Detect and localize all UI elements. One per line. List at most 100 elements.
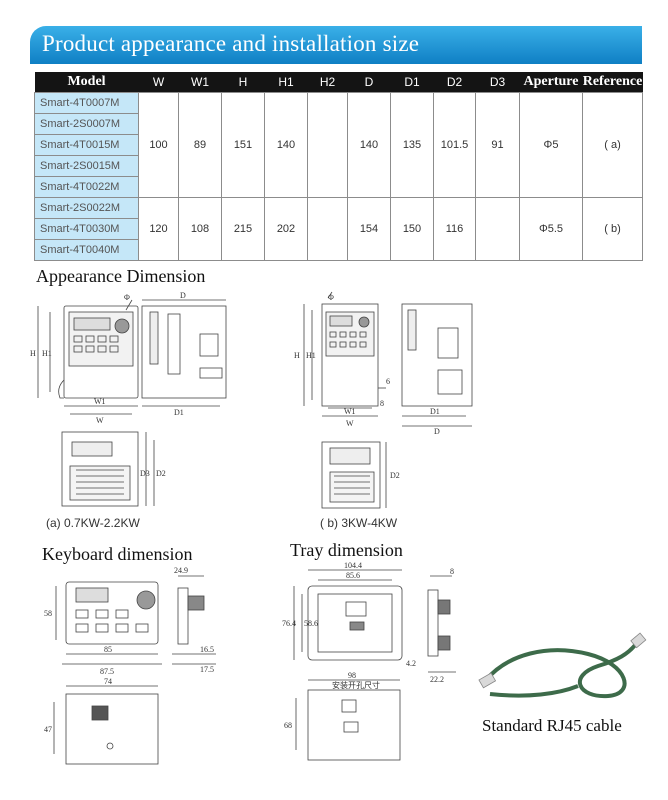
col-header: W (138, 72, 179, 92)
label-w1: W1 (94, 397, 106, 406)
label-24-9: 24.9 (174, 566, 188, 575)
spec-table: Model W W1 H H1 H2 D D1 D2 D3 Aperture R… (34, 72, 643, 261)
label-8: 8 (380, 399, 384, 408)
caption-b: ( b) 3KW-4KW (320, 516, 398, 530)
cell-d1: 150 (390, 196, 434, 261)
label-47: 47 (44, 725, 52, 734)
cell-h: 151 (221, 91, 265, 198)
col-header: D (347, 72, 391, 92)
label-d: D (180, 291, 186, 300)
section-title-cable: Standard RJ45 cable (482, 716, 622, 735)
cell-d3: 91 (475, 91, 520, 198)
caption-a: (a) 0.7KW-2.2KW (46, 516, 140, 530)
cell-d3 (475, 196, 520, 261)
col-header: H1 (264, 72, 308, 92)
cell-reference: ( b) (582, 196, 643, 261)
label-58: 58 (44, 609, 52, 618)
cell-w1: 89 (178, 91, 222, 198)
model-cell: Smart-2S0015M (34, 154, 139, 177)
model-cell: Smart-4T0030M (34, 217, 139, 240)
col-header: Aperture (519, 72, 583, 92)
label-d1: D1 (430, 407, 440, 416)
cell-h: 215 (221, 196, 265, 261)
rj45-cable-image (478, 624, 648, 714)
page-title: Product appearance and installation size (42, 31, 420, 56)
model-cell: Smart-4T0022M (34, 175, 139, 198)
label-85: 85 (104, 645, 112, 654)
table-row: Smart-2S0022M 120 108 215 202 154 150 11… (34, 196, 643, 261)
label-cut-size: 安装开孔尺寸 (332, 680, 380, 690)
label-h: H (294, 351, 300, 360)
label-d1: D1 (174, 408, 184, 417)
label-h: H (30, 349, 36, 358)
label-phi: Φ (124, 293, 130, 302)
cell-aperture: Φ5 (519, 91, 583, 198)
label-d3: D3 (140, 469, 150, 478)
cell-d2: 116 (433, 196, 476, 261)
label-16-5: 16.5 (200, 645, 214, 654)
cell-reference: ( a) (582, 91, 643, 198)
cell-d2: 101.5 (433, 91, 476, 198)
table-row: Smart-2S0007M (34, 112, 643, 135)
section-title-keyboard: Keyboard dimension (42, 544, 193, 564)
label-w: W (96, 416, 104, 425)
col-header: Reference (582, 72, 643, 92)
col-header: W1 (178, 72, 222, 92)
cell-h2 (307, 196, 348, 261)
label-104-4: 104.4 (344, 562, 362, 570)
table-header-row: Model W W1 H H1 H2 D D1 D2 D3 Aperture R… (34, 72, 643, 92)
model-cell: Smart-4T0015M (34, 133, 139, 156)
label-76-4: 76.4 (282, 619, 296, 628)
table-row: Smart-4T0015M (34, 133, 643, 156)
label-6: 6 (386, 377, 390, 386)
model-cell: Smart-4T0007M (34, 91, 139, 114)
cell-h1: 202 (264, 196, 308, 261)
table-row: Smart-4T0030M (34, 217, 643, 240)
col-header: H (221, 72, 265, 92)
model-cell: Smart-2S0022M (34, 196, 139, 219)
label-68: 68 (284, 721, 292, 730)
label-h1: H1 (306, 351, 316, 360)
cell-aperture: Φ5.5 (519, 196, 583, 261)
label-d2: D2 (156, 469, 166, 478)
label-17-5: 17.5 (200, 665, 214, 674)
label-w1: W1 (344, 407, 356, 416)
cell-h1: 140 (264, 91, 308, 198)
label-58-6: 58.6 (304, 619, 318, 628)
cell-w: 120 (138, 196, 179, 261)
cell-w: 100 (138, 91, 179, 198)
label-d2: D2 (390, 471, 400, 480)
col-header: Model (34, 72, 139, 92)
cell-d1: 135 (390, 91, 434, 198)
label-98: 98 (348, 671, 356, 680)
label-w: W (346, 419, 354, 428)
label-phi: Φ (328, 293, 334, 302)
drawing-tray: 104.4 85.6 76.4 58.6 8 4.2 22.2 98 安装开孔尺… (280, 562, 480, 774)
col-header: H2 (307, 72, 348, 92)
col-header: D3 (475, 72, 520, 92)
cell-h2 (307, 91, 348, 198)
section-title-tray: Tray dimension (290, 540, 403, 560)
cell-d: 140 (347, 91, 391, 198)
table-row: Smart-4T0007M 100 89 151 140 140 135 101… (34, 91, 643, 198)
section-title-appearance: Appearance Dimension (36, 266, 206, 286)
table-row: Smart-4T0040M (34, 238, 643, 261)
label-74: 74 (104, 677, 112, 686)
model-cell: Smart-4T0040M (34, 238, 139, 261)
col-header: D1 (390, 72, 434, 92)
label-4-2: 4.2 (406, 659, 416, 668)
label-d: D (434, 427, 440, 436)
label-85-6: 85.6 (346, 571, 360, 580)
title-banner: Product appearance and installation size (30, 26, 642, 64)
cell-d: 154 (347, 196, 391, 261)
table-row: Smart-2S0015M (34, 154, 643, 177)
label-22-2: 22.2 (430, 675, 444, 684)
cell-w1: 108 (178, 196, 222, 261)
drawing-keyboard: 24.9 58 85 87.5 16.5 17.5 74 47 (40, 566, 230, 778)
drawing-b: Φ H H1 6 8 W1 W D1 D D2 (290, 288, 490, 514)
model-cell: Smart-2S0007M (34, 112, 139, 135)
col-header: D2 (433, 72, 476, 92)
drawing-a: Φ D H H1 W1 W D1 D3 D2 (24, 290, 260, 522)
label-h1: H1 (42, 349, 52, 358)
label-8: 8 (450, 567, 454, 576)
